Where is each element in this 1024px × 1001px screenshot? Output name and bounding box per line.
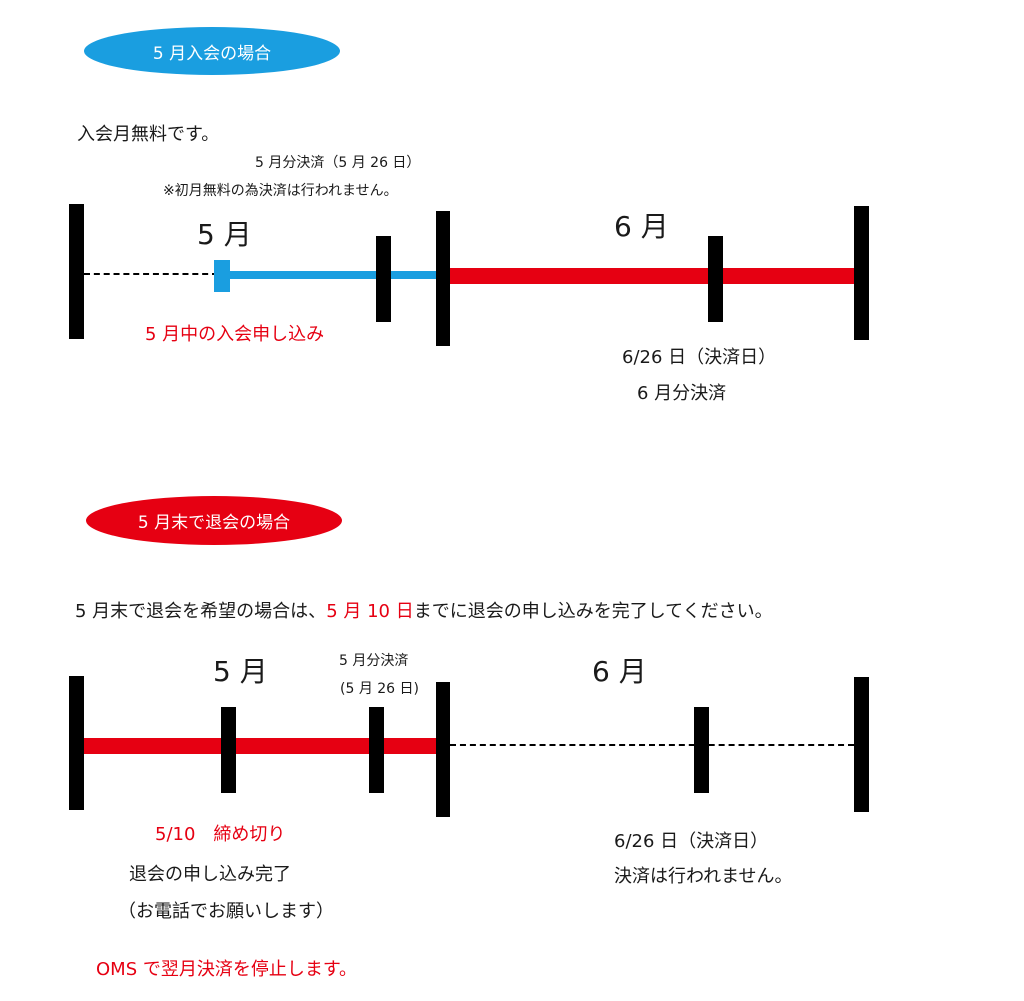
timeline1-before-join-dashed-line bbox=[84, 273, 218, 275]
first-month-free-note: ※初月無料の為決済は行われません。 bbox=[163, 183, 398, 199]
june-payment-date-label: 6/26 日（決済日） bbox=[622, 347, 777, 368]
timeline1-june-membership-line bbox=[450, 268, 854, 284]
may-end-withdraw-badge: 5 月末で退会の場合 bbox=[86, 496, 342, 545]
withdraw-intro-after: までに退会の申し込みを完了してください。 bbox=[413, 601, 773, 622]
timeline2-deadline-bar bbox=[221, 707, 236, 793]
may-end-withdraw-badge-label: 5 月末で退会の場合 bbox=[137, 513, 291, 533]
timeline2-june-label: 6 月 bbox=[592, 655, 647, 688]
june-payment-label: 6 月分決済 bbox=[637, 383, 727, 404]
join-intro-text: 入会月無料です。 bbox=[77, 124, 220, 145]
timeline1-join-marker bbox=[214, 260, 230, 292]
withdraw-intro-before: 5 月末で退会を希望の場合は、 bbox=[75, 601, 327, 622]
timeline2-june-payment-bar bbox=[694, 707, 709, 793]
timeline2-no-payment-label: 決済は行われません。 bbox=[614, 866, 793, 887]
timeline2-may-payment-bar bbox=[369, 707, 384, 793]
may-payment-note: 5 月分決済（5 月 26 日） bbox=[255, 155, 421, 171]
timeline2-may-label: 5 月 bbox=[213, 655, 268, 688]
timeline2-may-payment-date: (5 月 26 日) bbox=[340, 681, 419, 697]
timeline2-start-bar bbox=[69, 676, 84, 810]
timeline1-end-bar bbox=[854, 206, 869, 340]
may-join-badge-label: 5 月入会の場合 bbox=[152, 43, 272, 64]
timeline2-may-membership-line bbox=[84, 738, 436, 754]
timeline1-may-membership-line bbox=[218, 271, 436, 279]
withdraw-complete-label: 退会の申し込み完了 bbox=[129, 864, 291, 885]
timeline1-may-payment-bar bbox=[376, 236, 391, 322]
timeline1-june-payment-bar bbox=[708, 236, 723, 322]
timeline2-month-boundary-bar bbox=[436, 682, 450, 817]
timeline1-start-bar bbox=[69, 204, 84, 339]
withdraw-intro-deadline: 5 月 10 日 bbox=[326, 601, 414, 622]
timeline1-june-label: 6 月 bbox=[614, 210, 669, 243]
deadline-label: 5/10 締め切り bbox=[155, 824, 286, 845]
timeline2-end-bar bbox=[854, 677, 869, 812]
timeline2-june-payment-date-label: 6/26 日（決済日） bbox=[614, 831, 769, 852]
may-join-badge: 5 月入会の場合 bbox=[84, 27, 340, 75]
withdraw-by-phone-label: （お電話でお願いします） bbox=[118, 901, 334, 922]
timeline2-after-withdraw-dashed-line bbox=[450, 744, 854, 746]
timeline2-may-payment-label: 5 月分決済 bbox=[339, 653, 409, 669]
oms-stop-payment-note: OMS で翌月決済を停止します。 bbox=[96, 959, 358, 980]
timeline1-month-boundary-bar bbox=[436, 211, 450, 346]
timeline1-may-label: 5 月 bbox=[197, 218, 252, 251]
withdraw-intro-text: 5 月末で退会を希望の場合は、5 月 10 日までに退会の申し込みを完了してくだ… bbox=[75, 597, 773, 623]
may-application-label: 5 月中の入会申し込み bbox=[145, 324, 325, 345]
